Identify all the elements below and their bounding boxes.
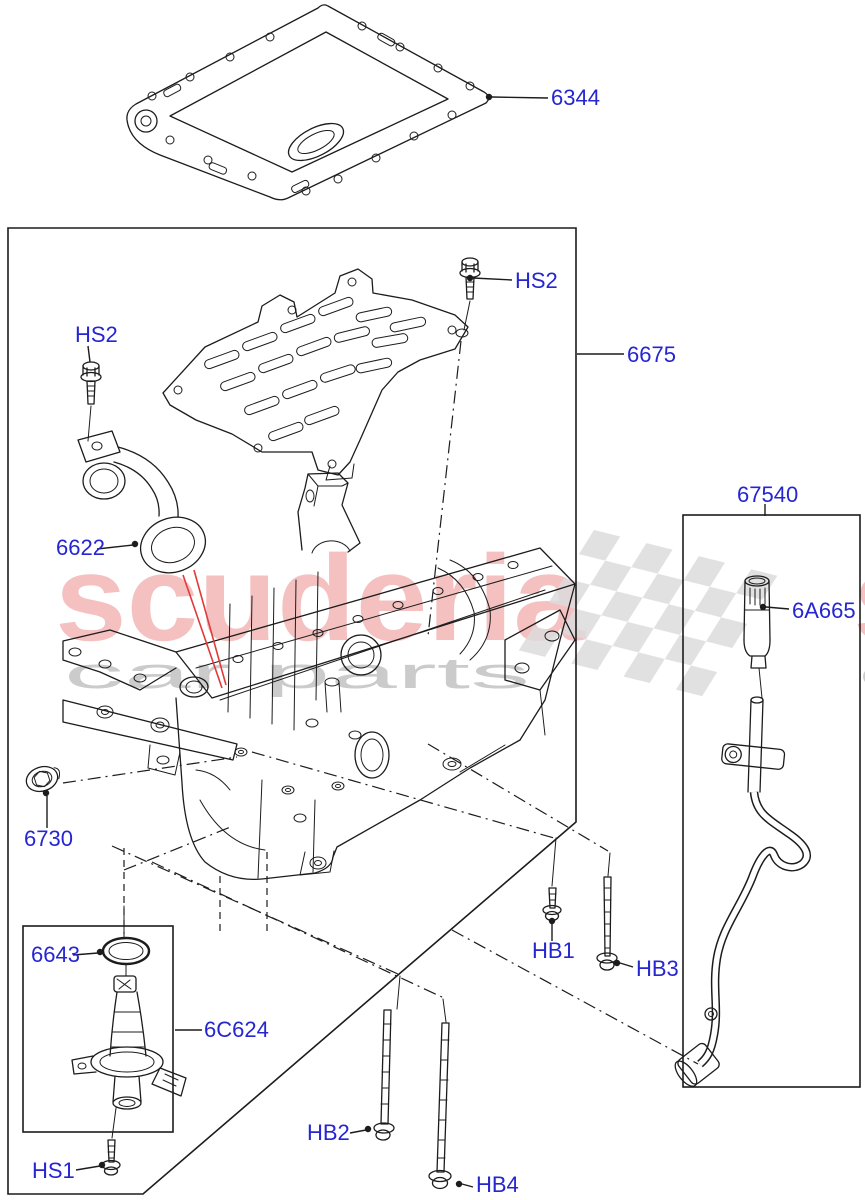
hs2-right-bolt (459, 257, 481, 331)
callout-6643[interactable]: 6643 (31, 942, 80, 967)
hb4-bolt (428, 998, 452, 1190)
callout-6a665[interactable]: 6A665 (792, 598, 856, 623)
gasket-bolt-holes (147, 21, 475, 196)
callout-hb3[interactable]: HB3 (636, 956, 679, 981)
callout-hs1[interactable]: HS1 (32, 1158, 75, 1183)
o-ring-drawing (101, 905, 151, 977)
windage-tray-louvers (204, 296, 427, 442)
watermark-layer: scuderia scuderia car parts car parts (55, 530, 865, 698)
oil-pan-gasket-drawing (126, 4, 490, 201)
callout-hb2[interactable]: HB2 (307, 1120, 350, 1145)
oil-pan-drawing (62, 472, 576, 881)
red-pointer-lines (182, 569, 227, 689)
callout-6730[interactable]: 6730 (24, 826, 73, 851)
hb1-bolt (542, 837, 562, 922)
callout-hb4[interactable]: HB4 (476, 1172, 519, 1197)
oil-level-sensor-drawing (71, 975, 187, 1139)
callout-hs2-right[interactable]: HS2 (515, 268, 558, 293)
callout-6675[interactable]: 6675 (627, 342, 676, 367)
level-sensor-box (22, 925, 174, 1133)
main-assembly-box (7, 227, 577, 1195)
callout-hs2-left[interactable]: HS2 (75, 322, 118, 347)
dipstick-tube-drawing (674, 696, 811, 1087)
windage-tray-drawing (162, 268, 469, 481)
alignment-lines (62, 340, 699, 1065)
hb3-bolt (596, 852, 618, 971)
watermark-brand-repeat: scuderia (853, 530, 865, 666)
oil-pickup-tube-drawing (77, 430, 207, 574)
dipstick-drawing (743, 575, 771, 699)
callout-6344[interactable]: 6344 (551, 85, 600, 110)
dipstick-tube-box (682, 514, 861, 1088)
callout-hb1[interactable]: HB1 (532, 938, 575, 963)
gasket-slots (163, 32, 396, 194)
callout-labels: 6344 HS2 6675 HS2 6622 67540 6A665 6730 … (24, 85, 856, 1197)
callout-6c624[interactable]: 6C624 (204, 1017, 269, 1042)
hs1-bolt (101, 1139, 121, 1176)
callout-6622[interactable]: 6622 (56, 535, 105, 560)
watermark-tagline-repeat: car parts (858, 649, 865, 698)
checkered-flag-watermark (518, 530, 778, 697)
callout-67540[interactable]: 67540 (737, 482, 798, 507)
watermark-brand: scuderia (55, 530, 586, 666)
hb2-bolt (373, 975, 401, 1141)
hs2-left-bolt (80, 361, 102, 442)
drain-plug-drawing (25, 765, 61, 793)
callout-leaders (42, 93, 790, 1188)
